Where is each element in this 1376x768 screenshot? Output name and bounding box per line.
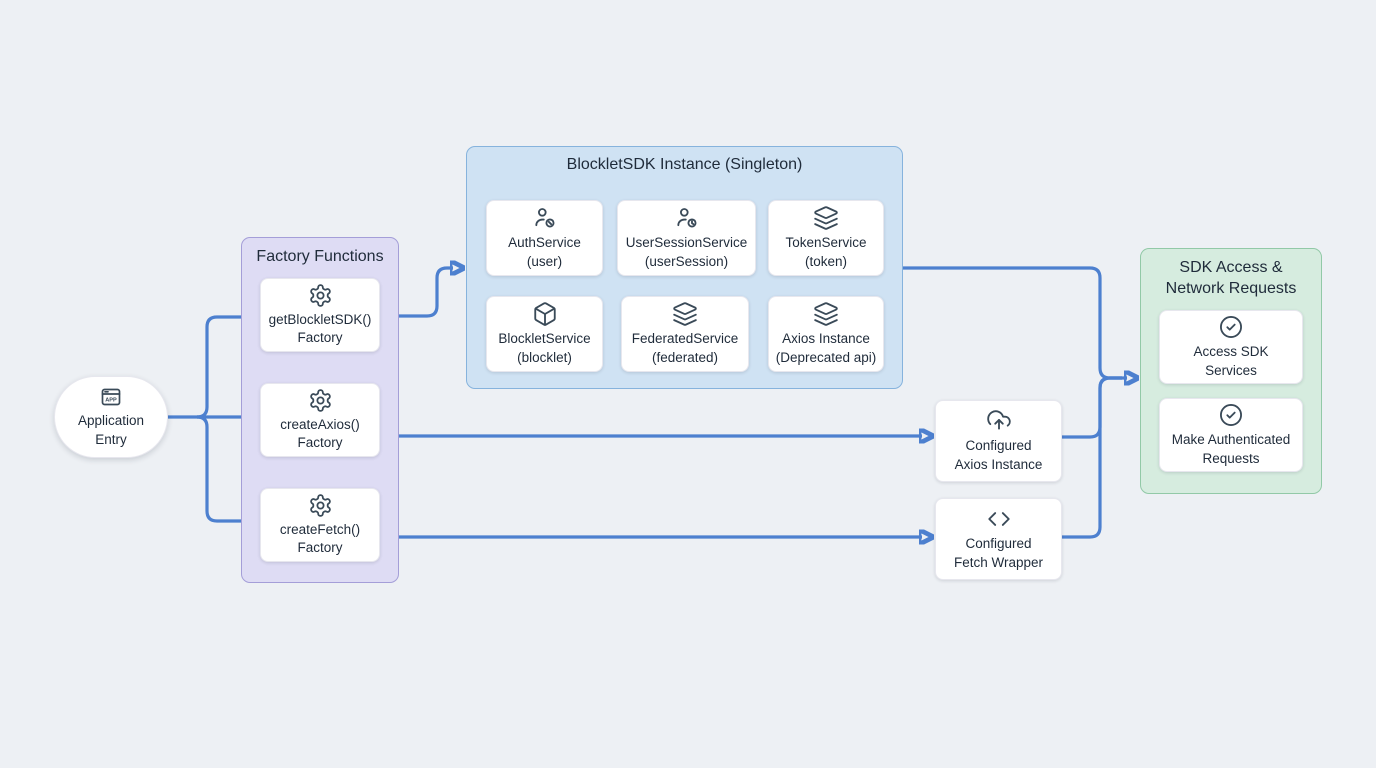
edge-app-entry-to-create-fetch <box>196 415 248 521</box>
edge-get-blocklet-sdk-to-sdk-instance <box>380 268 453 318</box>
node-make-authenticated-requests: Make Authenticated Requests <box>1159 398 1303 472</box>
node-label: BlockletService (blocklet) <box>498 331 591 365</box>
group-title: BlockletSDK Instance (Singleton) <box>566 156 803 173</box>
node-get-blocklet-sdk-factory: getBlockletSDK() Factory <box>260 278 380 352</box>
node-application-entry: APP Application Entry <box>54 376 168 458</box>
node-create-fetch-factory: createFetch() Factory <box>260 488 380 562</box>
check-circle-icon <box>1220 404 1242 427</box>
node-federated-service: FederatedService (federated) <box>621 296 749 372</box>
code-icon <box>987 512 1010 527</box>
edge-configured-fetch-to-sdk-access <box>1062 376 1122 539</box>
user-x-icon <box>534 208 554 228</box>
node-label: Configured Axios Instance <box>954 438 1043 472</box>
edge-configured-axios-to-sdk-access <box>1062 376 1122 439</box>
node-configured-axios: Configured Axios Instance <box>935 400 1062 482</box>
node-access-sdk-services: Access SDK Services <box>1159 310 1303 384</box>
node-label: Axios Instance (Deprecated api) <box>775 331 877 365</box>
node-label: Make Authenticated Requests <box>1171 432 1291 466</box>
node-label: Access SDK Services <box>1193 344 1269 378</box>
edge-sdk-instance-to-sdk-access <box>903 266 1127 378</box>
layers-icon <box>814 206 838 231</box>
box-icon <box>533 302 556 327</box>
app-window-icon: APP <box>101 388 121 406</box>
node-label: getBlockletSDK() Factory <box>268 311 372 345</box>
gear-icon <box>309 283 331 307</box>
gear-icon <box>309 388 331 412</box>
node-label: TokenService (token) <box>785 235 867 269</box>
node-auth-service: AuthService (user) <box>486 200 603 276</box>
node-user-session-service: UserSessionService (userSession) <box>617 200 756 276</box>
node-label: createFetch() Factory <box>279 521 361 555</box>
node-label: FederatedService (federated) <box>631 331 739 365</box>
svg-text:APP: APP <box>105 398 117 404</box>
check-circle-icon <box>1220 316 1242 339</box>
node-blocklet-service: BlockletService (blocklet) <box>486 296 603 372</box>
node-token-service: TokenService (token) <box>768 200 884 276</box>
node-label: Application Entry <box>77 413 145 447</box>
cloud-upload-icon <box>986 410 1011 430</box>
layers-icon <box>814 302 838 327</box>
node-label: UserSessionService (userSession) <box>625 235 748 269</box>
group-title: Factory Functions <box>256 248 384 265</box>
node-label: Configured Fetch Wrapper <box>953 536 1044 570</box>
node-configured-fetch: Configured Fetch Wrapper <box>935 498 1062 580</box>
node-label: AuthService (user) <box>508 235 581 269</box>
group-title: SDK Access & Network Requests <box>1165 259 1297 297</box>
layers-icon <box>673 302 697 327</box>
edge-app-entry-to-get-blocklet-sdk <box>196 317 248 419</box>
node-axios-instance: Axios Instance (Deprecated api) <box>768 296 884 372</box>
node-create-axios-factory: createAxios() Factory <box>260 383 380 457</box>
user-clock-icon <box>676 208 696 228</box>
node-label: createAxios() Factory <box>280 416 360 450</box>
gear-icon <box>309 493 331 517</box>
